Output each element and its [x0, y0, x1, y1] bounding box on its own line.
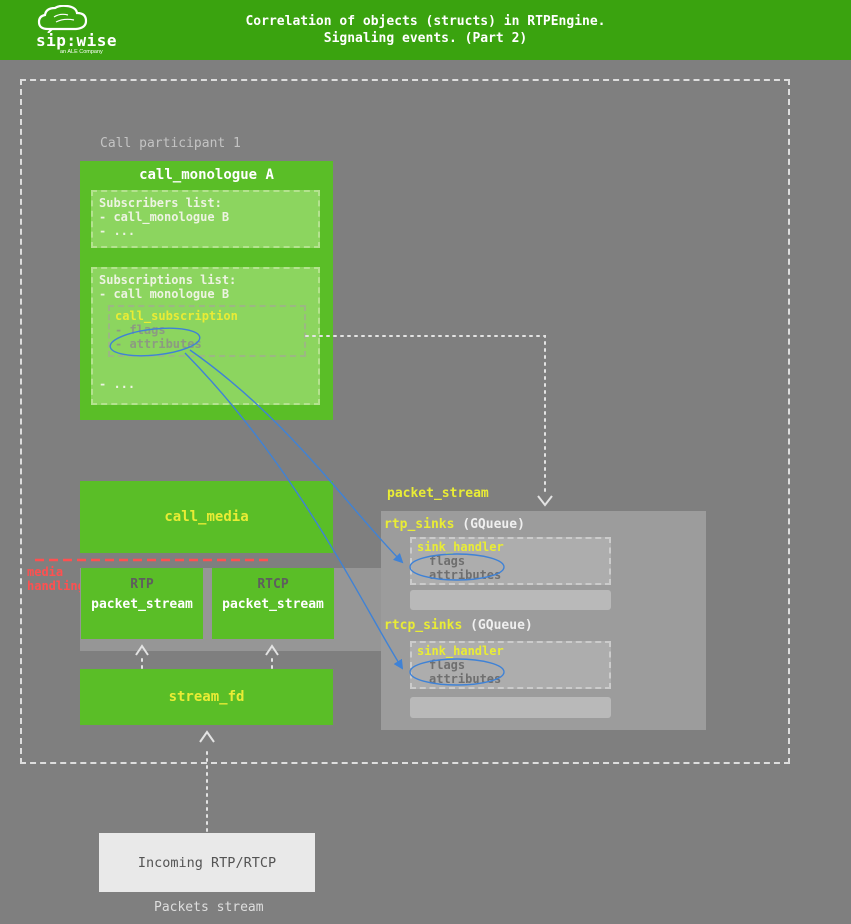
- subscriptions-list-box: Subscriptions list: - call monologue B c…: [91, 267, 320, 405]
- header-bar: sip:wise an ALE Company Correlation of o…: [0, 0, 851, 60]
- slide-title: Correlation of objects (structs) in RTPE…: [0, 13, 851, 47]
- call-monologue-title: call_monologue A: [139, 167, 274, 183]
- call-subscription-box: call_subscription - flags - attributes: [108, 305, 306, 357]
- subscriptions-title: Subscriptions list:: [99, 273, 237, 287]
- subscribers-title: Subscribers list:: [99, 196, 222, 210]
- participant-label: Call participant 1: [100, 136, 241, 151]
- rtp-packet-stream-title: packet_stream: [91, 597, 193, 612]
- subscriptions-more: - ...: [99, 377, 136, 391]
- call-subscription-attributes: - attributes: [115, 337, 202, 351]
- sink-handler-title: sink_handler: [417, 644, 504, 658]
- rtp-sinks-empty-slot: [410, 590, 611, 610]
- rtcp-sinks-type: (GQueue): [462, 618, 533, 633]
- rtcp-label: RTCP: [257, 577, 289, 592]
- sink-handler-attributes: attributes: [429, 568, 502, 582]
- rtcp-packet-stream-box: RTCP packet_stream: [212, 568, 334, 639]
- rtp-sinks-name: rtp_sinks: [384, 517, 455, 532]
- rtp-sink-handler-box: sink_handler flags attributes: [410, 537, 611, 585]
- subscribers-list-box: Subscribers list: - call_monologue B - .…: [91, 190, 320, 248]
- rtcp-sinks-name: rtcp_sinks: [384, 618, 463, 633]
- rtp-sinks-line: rtp_sinks (GQueue): [384, 517, 525, 532]
- packets-stream-label: Packets stream: [154, 900, 264, 915]
- call-subscription-flags: - flags: [115, 323, 166, 337]
- brand-tagline: an ALE Company: [60, 49, 103, 55]
- call-subscription-title: call_subscription: [115, 309, 238, 323]
- sink-handler-title: sink_handler: [417, 540, 504, 554]
- sipwise-logo: sip:wise an ALE Company: [34, 4, 134, 58]
- brand-text: sip:wise: [36, 31, 118, 50]
- title-line-1: Correlation of objects (structs) in RTPE…: [245, 14, 606, 29]
- subscriptions-item: - call monologue B: [99, 287, 230, 301]
- packet-stream-panel-label: packet_stream: [387, 486, 489, 501]
- rtp-sinks-type: (GQueue): [454, 517, 525, 532]
- incoming-rtp-rtcp-box: Incoming RTP/RTCP: [99, 833, 315, 892]
- sink-handler-attributes: attributes: [429, 672, 502, 686]
- stream-fd-box: stream_fd: [80, 669, 333, 725]
- call-media-box: call_media: [80, 481, 333, 553]
- rtcp-packet-stream-title: packet_stream: [222, 597, 324, 612]
- rtp-label: RTP: [130, 577, 154, 592]
- packet-stream-panel: rtp_sinks (GQueue) sink_handler flags at…: [381, 511, 706, 730]
- stream-fd-title: stream_fd: [168, 689, 245, 705]
- rtcp-sinks-empty-slot: [410, 697, 611, 718]
- subscribers-item: - ...: [99, 224, 136, 238]
- rtcp-sinks-line: rtcp_sinks (GQueue): [384, 618, 533, 633]
- rtp-packet-stream-box: RTP packet_stream: [81, 568, 203, 639]
- call-media-title: call_media: [164, 509, 249, 525]
- sink-handler-flags: flags: [429, 658, 466, 672]
- incoming-label: Incoming RTP/RTCP: [137, 854, 277, 871]
- rtcp-sink-handler-box: sink_handler flags attributes: [410, 641, 611, 689]
- call-monologue-box: call_monologue A Subscribers list: - cal…: [80, 161, 333, 420]
- sink-handler-flags: flags: [429, 554, 466, 568]
- title-line-2: Signaling events. (Part 2): [323, 31, 528, 46]
- media-handling-label: media handling: [27, 565, 85, 593]
- subscribers-item: - call_monologue B: [99, 210, 230, 224]
- diagram-frame: [20, 79, 790, 764]
- cloud-logo-icon: [37, 5, 88, 33]
